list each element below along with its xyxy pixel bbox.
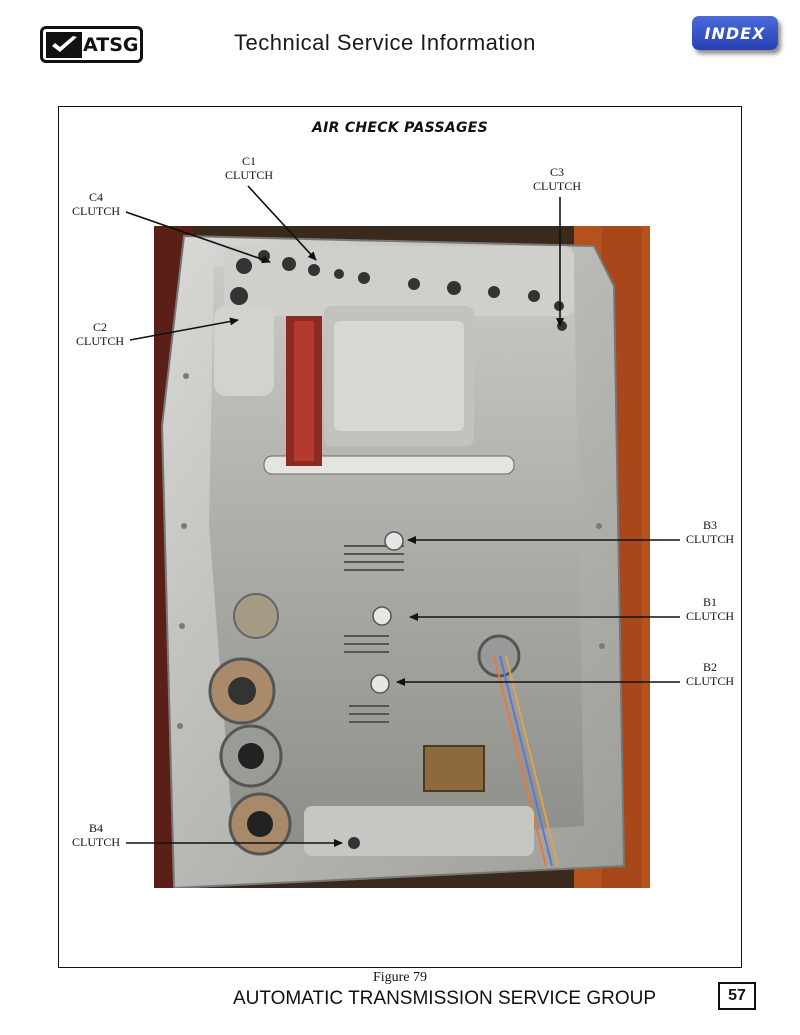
- callout-b1-code: B1: [702, 595, 717, 609]
- callout-c4-code: C4: [88, 190, 103, 204]
- callout-b1-label: CLUTCH: [686, 609, 734, 623]
- atsg-logo: ATSG: [40, 26, 143, 63]
- callout-b2: B2 CLUTCH: [680, 660, 740, 688]
- logo-text: ATSG: [83, 33, 139, 56]
- figure-heading: AIR CHECK PASSAGES: [311, 120, 489, 136]
- callout-b3-label: CLUTCH: [686, 532, 734, 546]
- callout-c3-code: C3: [549, 165, 564, 179]
- callout-c1-code: C1: [241, 154, 256, 168]
- callout-c2-code: C2: [92, 320, 107, 334]
- callout-c1-label: CLUTCH: [225, 168, 273, 182]
- callout-b3-code: B3: [702, 518, 717, 532]
- page-title: Technical Service Information: [234, 30, 536, 55]
- figure-frame: [58, 106, 742, 968]
- page-number: 57: [718, 982, 756, 1010]
- callout-b4-label: CLUTCH: [72, 835, 120, 849]
- checkmark-logo-icon: [46, 31, 82, 58]
- callout-b4-code: B4: [88, 821, 103, 835]
- callout-c4: C4 CLUTCH: [66, 190, 126, 218]
- callout-b2-label: CLUTCH: [686, 674, 734, 688]
- callout-c1: C1 CLUTCH: [221, 154, 277, 182]
- callout-c3-label: CLUTCH: [533, 179, 581, 193]
- footer-organization: AUTOMATIC TRANSMISSION SERVICE GROUP: [233, 988, 656, 1009]
- callout-b4: B4 CLUTCH: [66, 821, 126, 849]
- figure-caption: Figure 79: [372, 970, 428, 985]
- callout-c3: C3 CLUTCH: [528, 165, 586, 193]
- callout-c2-label: CLUTCH: [76, 334, 124, 348]
- callout-b1: B1 CLUTCH: [680, 595, 740, 623]
- callout-b3: B3 CLUTCH: [680, 518, 740, 546]
- callout-b2-code: B2: [702, 660, 717, 674]
- callout-c4-label: CLUTCH: [72, 204, 120, 218]
- valve-body-photo: [154, 226, 650, 888]
- index-button[interactable]: INDEX: [692, 16, 778, 50]
- callout-c2: C2 CLUTCH: [70, 320, 130, 348]
